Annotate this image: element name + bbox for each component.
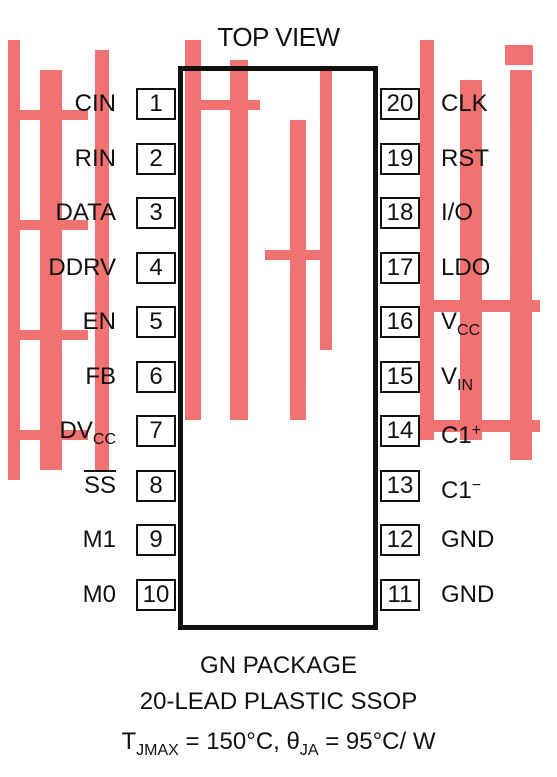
pin-19-name: RST	[441, 145, 489, 172]
pin-11-label: GND	[441, 579, 494, 611]
pin-8-name: SS	[83, 472, 116, 499]
pin-3-name: DATA	[55, 199, 116, 226]
thermal-tj-value: = 150°C, θ	[178, 728, 300, 755]
pin-13-superscript: −	[471, 477, 482, 494]
pin-10-name: M0	[82, 581, 116, 608]
pin-15-label: VIN	[441, 361, 473, 402]
pin-8-label: SS	[84, 470, 116, 502]
pin-2-label: RIN	[75, 143, 116, 175]
pin-5-box: 5	[136, 306, 176, 338]
pin-9-label: M1	[83, 524, 116, 556]
pin-2-box: 2	[136, 143, 176, 175]
pin-9-box: 9	[136, 524, 176, 556]
pin-6-name: FB	[85, 363, 116, 390]
pin-16-subscript: CC	[457, 322, 481, 339]
pin-14-name: C1	[441, 422, 472, 449]
package-description: 20-LEAD PLASTIC SSOP	[139, 688, 418, 715]
package-name: GN PACKAGE	[200, 652, 357, 679]
pin-3-box: 3	[136, 197, 176, 229]
pin-12-name: GND	[441, 526, 495, 553]
pin-4-box: 4	[136, 252, 176, 284]
pin-6-label: FB	[85, 361, 116, 393]
pin-15-name: V	[441, 363, 458, 390]
pin-17-name: LDO	[441, 254, 491, 281]
pin-20-box: 20	[380, 88, 420, 120]
thermal-theta-value: = 95°C/ W	[318, 728, 436, 755]
pin-6-box: 6	[136, 361, 176, 393]
pin-5-label: EN	[83, 306, 116, 338]
pin-12-box: 12	[380, 524, 420, 556]
pin-1-box: 1	[136, 88, 176, 120]
pin-13-label: C1−	[441, 470, 481, 507]
pin-4-label: DDRV	[48, 252, 116, 284]
thermal-tj-sub: JMAX	[136, 742, 179, 759]
pin-16-box: 16	[380, 306, 420, 338]
pin-9-name: M1	[82, 526, 116, 553]
pin-20-label: CLK	[441, 88, 488, 120]
pin-3-label: DATA	[56, 197, 116, 229]
pin-13-name: C1	[441, 477, 472, 504]
thermal-theta-sub: JA	[299, 742, 319, 759]
pin-7-name: DV	[59, 417, 93, 444]
pin-7-label: DVCC	[60, 415, 116, 456]
pin-17-box: 17	[380, 252, 420, 284]
pin-8-box: 8	[136, 470, 176, 502]
pin-10-label: M0	[83, 579, 116, 611]
title: TOP VIEW	[217, 22, 340, 52]
pin-18-box: 18	[380, 197, 420, 229]
pin-15-box: 15	[380, 361, 420, 393]
pin-17-label: LDO	[441, 252, 490, 284]
pin-7-subscript: CC	[92, 431, 116, 448]
pin-7-box: 7	[136, 415, 176, 447]
pin-13-box: 13	[380, 470, 420, 502]
pin-12-label: GND	[441, 524, 494, 556]
pin-14-label: C1+	[441, 415, 481, 452]
pin-11-box: 11	[380, 579, 420, 611]
pin-18-name: I/O	[441, 199, 474, 226]
pin-5-name: EN	[82, 308, 116, 335]
pin-4-name: DDRV	[48, 254, 116, 281]
pin-15-subscript: IN	[457, 377, 474, 394]
pin-19-label: RST	[441, 143, 489, 175]
pin-16-label: VCC	[441, 306, 480, 347]
pin-18-label: I/O	[441, 197, 473, 229]
pin-2-name: RIN	[74, 145, 116, 172]
pin-16-name: V	[441, 308, 458, 335]
pin-1-label: CIN	[75, 88, 116, 120]
pin-14-superscript: +	[471, 422, 482, 439]
thermal-spec: TJMAX = 150°C, θJA = 95°C/ W	[0, 728, 557, 760]
pin-11-name: GND	[441, 581, 495, 608]
pin-1-name: CIN	[74, 90, 116, 117]
thermal-tj-prefix: T	[121, 728, 137, 755]
ic-package-outline	[178, 66, 378, 630]
pin-20-name: CLK	[441, 90, 488, 117]
pin-14-box: 14	[380, 415, 420, 447]
pin-19-box: 19	[380, 143, 420, 175]
pin-10-box: 10	[136, 579, 176, 611]
